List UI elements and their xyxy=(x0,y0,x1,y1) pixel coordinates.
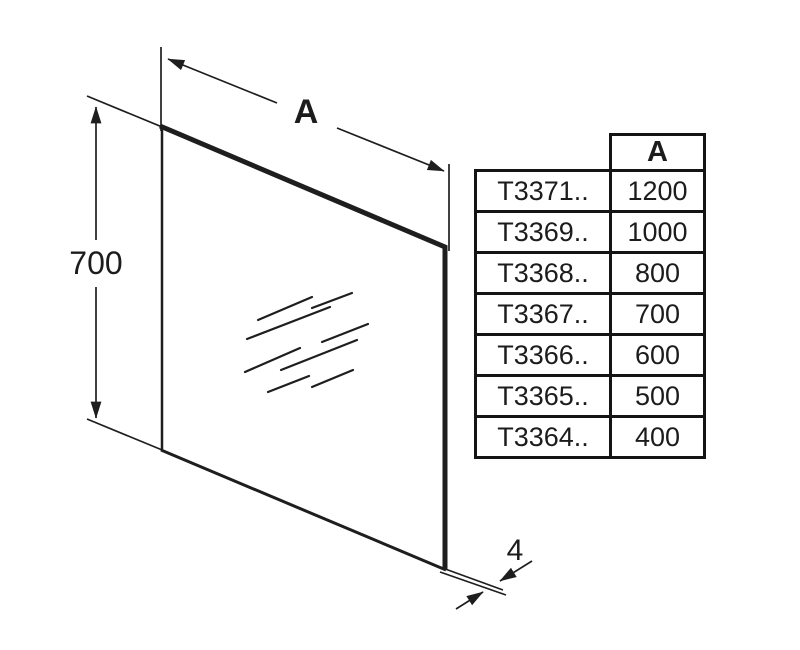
thickness-dimension xyxy=(436,560,533,610)
thickness-dim-label: 4 xyxy=(507,534,524,567)
product-code-cell: T3364.. xyxy=(474,415,612,459)
dimension-value-cell: 600 xyxy=(609,333,706,377)
dimension-value-cell: 800 xyxy=(609,251,706,295)
product-code-cell: T3366.. xyxy=(474,333,612,377)
product-code-cell: T3367.. xyxy=(474,292,612,336)
dimension-value-cell: 700 xyxy=(609,292,706,336)
height-extension-line-top xyxy=(86,95,168,130)
table-row: T3364.. 400 xyxy=(474,415,706,459)
product-code-cell: T3371.. xyxy=(474,169,612,213)
size-table: A T3371.. 1200 T3369.. 1000 T3368.. 800 … xyxy=(474,133,706,459)
width-dimension xyxy=(160,47,450,251)
table-row: T3368.. 800 xyxy=(474,251,706,295)
width-dim-line-left xyxy=(167,58,278,104)
height-dim-label: 700 xyxy=(69,245,122,281)
width-dim-line-right xyxy=(336,127,445,172)
dimension-value-cell: 400 xyxy=(609,415,706,459)
mirror-bottom-edge xyxy=(160,448,447,572)
reflection-hatch-marks xyxy=(243,291,370,394)
dimension-value-cell: 500 xyxy=(609,374,706,418)
thickness-edge-line-outer xyxy=(436,565,504,591)
table-row: T3366.. 600 xyxy=(474,333,706,377)
table-header-a: A xyxy=(609,133,706,172)
table-row: T3369.. 1000 xyxy=(474,210,706,254)
table-header-row: A xyxy=(476,133,706,172)
mirror-outline xyxy=(159,123,448,572)
thickness-arrow-lower xyxy=(455,591,484,610)
table-row: T3365.. 500 xyxy=(474,374,706,418)
table-row: T3371.. 1200 xyxy=(474,169,706,213)
dimension-value-cell: 1000 xyxy=(609,210,706,254)
thickness-edge-line-inner xyxy=(439,571,507,596)
table-row: T3367.. 700 xyxy=(474,292,706,336)
product-code-cell: T3368.. xyxy=(474,251,612,295)
table-header-spacer xyxy=(476,135,611,171)
height-dimension xyxy=(86,95,168,453)
height-extension-line-bottom xyxy=(86,418,168,453)
thickness-arrow-upper xyxy=(499,560,533,582)
mirror-top-right-edge xyxy=(159,123,448,570)
dimension-value-cell: 1200 xyxy=(609,169,706,213)
product-code-cell: T3365.. xyxy=(474,374,612,418)
product-code-cell: T3369.. xyxy=(474,210,612,254)
width-dim-label: A xyxy=(294,93,319,131)
